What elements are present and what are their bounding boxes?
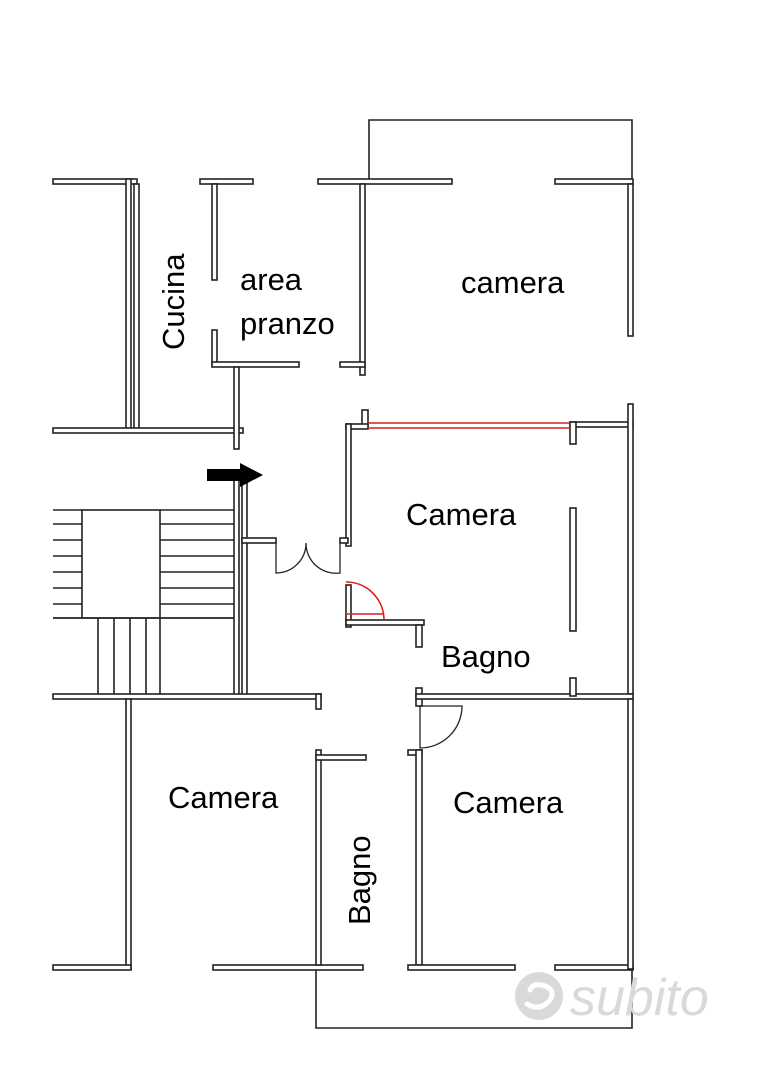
double-door-arc [275,542,341,574]
room-label-camera-bottom-left: Camera [168,780,279,815]
red-highlights [345,422,570,621]
room-label-camera-center: Camera [406,497,517,532]
entrance-arrow-icon [207,463,263,487]
terrace-outlines [315,119,633,1029]
room-label-cucina: Cucina [156,253,191,350]
watermark: subito [515,969,709,1027]
subito-logo-icon [515,972,563,1020]
room-label-camera-top: camera [461,265,565,300]
watermark-text: subito [570,969,709,1027]
room-label-area: area [240,262,303,297]
bathroom-door-arc [419,705,463,749]
room-label-camera-bottom-right: Camera [453,785,564,820]
walls [52,178,634,971]
room-label-bagno-center: Bagno [441,639,531,674]
room-label-pranzo: pranzo [240,306,335,341]
room-label-bagno-bottom: Bagno [342,835,377,925]
doors [275,542,463,749]
staircase [53,509,234,694]
